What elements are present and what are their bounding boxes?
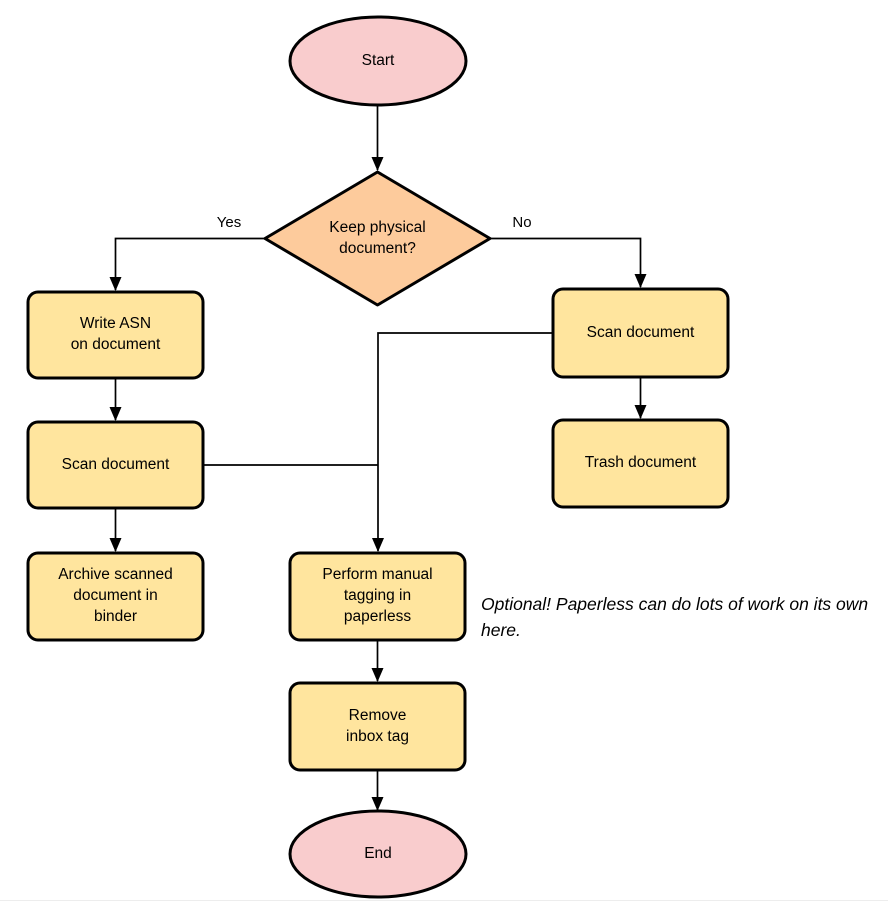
remove-tag-process-shape bbox=[288, 681, 467, 772]
node-group bbox=[26, 15, 730, 899]
decision-diamond-shape bbox=[263, 170, 492, 307]
write-asn-process-shape bbox=[26, 290, 205, 380]
edge-scan-right-to-tagging bbox=[372, 332, 553, 552]
edge-decision-yes-to-write-asn bbox=[109, 237, 265, 291]
tagging-process-shape bbox=[288, 551, 467, 642]
optional-note-text: Optional! Paperless can do lots of work … bbox=[481, 594, 869, 641]
start-terminal-shape bbox=[288, 15, 468, 107]
edge-decision-no-to-scan-right bbox=[490, 237, 647, 288]
bottom-divider bbox=[0, 900, 888, 901]
archive-process-shape bbox=[26, 551, 205, 642]
end-terminal-shape bbox=[288, 809, 468, 899]
scan-right-process-shape bbox=[551, 287, 730, 379]
edge-group bbox=[109, 105, 647, 811]
scan-left-process-shape bbox=[26, 420, 205, 510]
trash-process-shape bbox=[551, 418, 730, 509]
